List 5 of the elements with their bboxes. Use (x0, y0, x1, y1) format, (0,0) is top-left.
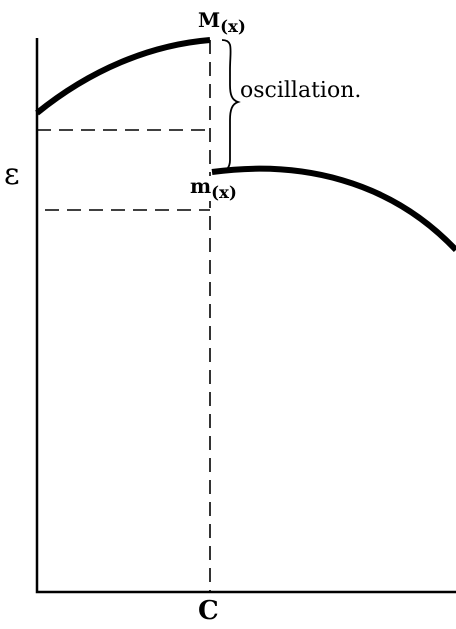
axis-label: C (198, 598, 219, 624)
function-label: M$_{(x)}$ (198, 10, 246, 35)
annotation-text: oscillation. (240, 80, 362, 102)
function-label: m$_{(x)}$ (190, 176, 237, 201)
axis-label: ε (4, 160, 20, 190)
